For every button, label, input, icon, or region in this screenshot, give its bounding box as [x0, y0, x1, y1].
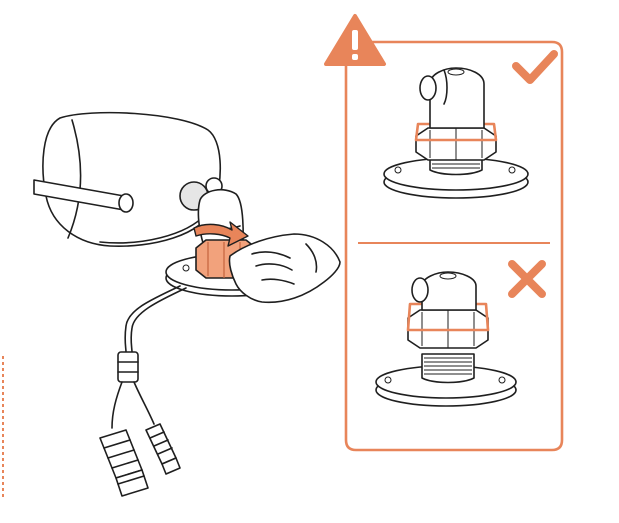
ethernet-connector [99, 429, 149, 497]
warning-triangle-icon [324, 14, 386, 66]
power-connector [145, 423, 181, 475]
camera-body [33, 111, 222, 248]
correct-mount-illustration [383, 67, 529, 199]
incorrect-mount-illustration [375, 271, 517, 407]
camera-install-illustration [33, 111, 341, 497]
cable-splitter [111, 351, 155, 429]
rotate-arrow-icon [193, 221, 249, 247]
cross-icon [508, 260, 546, 298]
camera-cable [124, 285, 187, 353]
hand-illustration [228, 233, 341, 304]
comparison-panel [344, 40, 564, 452]
checkmark-icon [512, 50, 558, 84]
